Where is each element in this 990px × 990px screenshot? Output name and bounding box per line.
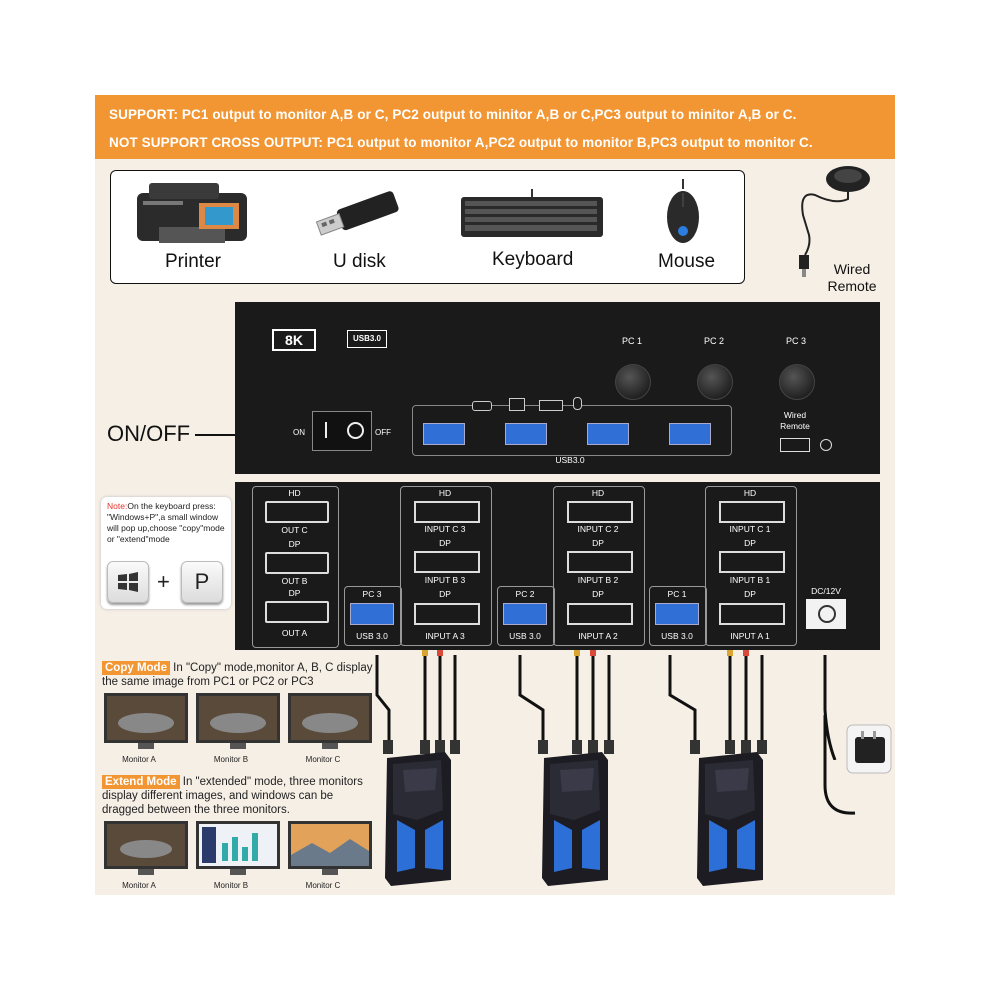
copy-mode-description: Copy Mode In "Copy" mode,monitor A, B, C… (102, 661, 373, 688)
plus-sign: + (157, 569, 170, 594)
onoff-label: ON/OFF (107, 421, 191, 446)
keyboard-mini-icon (539, 400, 563, 411)
out-b-label: OUT B (281, 576, 308, 586)
pc1-input-group: HD INPUT C 1 DP INPUT B 1 PC 1 DP USB 3.… (649, 486, 797, 646)
pc3-input-group: HD INPUT C 3 DP INPUT B 3 PC 3 DP USB 3.… (344, 486, 492, 646)
out-c-label: OUT C (281, 525, 308, 535)
dc-label: DC/12V (811, 586, 841, 596)
peripheral-label-udisk: U disk (333, 251, 386, 272)
mouse-icon (667, 179, 699, 243)
extend-monitor-a-label: Monitor A (122, 881, 156, 890)
pc1-hdmi-port[interactable] (719, 501, 785, 523)
copy-mode-monitors (102, 693, 382, 753)
pc2-hdmi-port[interactable] (567, 501, 633, 523)
peripheral-label-mouse: Mouse (658, 251, 716, 272)
usb-ports-group (412, 405, 732, 456)
usb-disk-mini-icon (472, 401, 492, 411)
pc3-hdmi-port[interactable] (414, 501, 480, 523)
peripheral-label-keyboard: Keyboard (492, 249, 574, 270)
power-adapter-icon (823, 715, 892, 815)
usb30-label: USB3.0 (555, 455, 585, 465)
pc2-input-group: HD INPUT C 2 DP INPUT B 2 PC 2 DP USB 3.… (497, 486, 645, 646)
kvm-back-panel: HD OUT C DP OUT B DP OUT A HD INPUT C 3 … (235, 482, 880, 650)
pc1-button[interactable] (615, 364, 651, 400)
mouse-mini-icon (573, 397, 582, 410)
wired-remote-label: Wired Remote (827, 261, 877, 294)
pc-tower-icon (697, 752, 763, 886)
copy-mode-tag: Copy Mode (102, 661, 170, 675)
pc3-button[interactable] (779, 364, 815, 400)
out-a-label: OUT A (281, 628, 308, 638)
extend-monitor-b-label: Monitor B (213, 881, 249, 890)
usb-disk-icon (315, 191, 399, 236)
peripheral-label-printer: Printer (165, 251, 221, 272)
p-key: P (181, 561, 223, 603)
pc1-label: PC 1 (667, 589, 687, 599)
out-hd-label: HD (288, 488, 301, 498)
printer-icon (137, 183, 247, 243)
remote-jack[interactable] (820, 439, 832, 451)
usb-port-4[interactable] (669, 423, 711, 445)
pc2-label: PC 2 (515, 589, 535, 599)
copy-monitor-a-label: Monitor A (122, 755, 156, 764)
peripherals-panel: Printer U disk Keyboard Mouse (110, 170, 745, 284)
copy-monitor-c-label: Monitor C (305, 755, 341, 764)
pc3-dpb-port[interactable] (414, 551, 480, 573)
badge-usb3: USB3.0 (347, 330, 387, 348)
windows-logo-icon (118, 572, 138, 592)
switch-on-label: ON (293, 428, 305, 437)
not-support-text: NOT SUPPORT CROSS OUTPUT: PC1 output to … (109, 135, 813, 150)
pc1-usb-port[interactable] (655, 603, 699, 625)
out-b-dp-label: DP (288, 539, 301, 549)
pc3-label: PC 3 (362, 589, 382, 599)
badge-8k: 8K (272, 329, 316, 351)
kvm-front-panel: 8K USB3.0 PC 1 PC 2 PC 3 ON OFF USB3.0 W… (235, 302, 880, 474)
pc2-dpb-port[interactable] (567, 551, 633, 573)
usb-port-3[interactable] (587, 423, 629, 445)
pc1-dpb-port[interactable] (719, 551, 785, 573)
remote-port[interactable] (780, 438, 810, 452)
extend-monitor-screens (104, 821, 372, 875)
pc-tower-icon (542, 752, 608, 886)
dc-port[interactable] (806, 599, 846, 629)
extend-mode-monitors (102, 821, 382, 877)
pc3-label: PC 3 (785, 336, 806, 346)
support-banner: SUPPORT: PC1 output to monitor A,B or C,… (95, 95, 895, 159)
pc1-dpa-port[interactable] (719, 603, 785, 625)
power-switch[interactable] (312, 411, 372, 451)
out-b-dp-port[interactable] (265, 552, 329, 574)
out-a-dp-port[interactable] (265, 601, 329, 623)
out-c-hdmi-port[interactable] (265, 501, 329, 523)
copy-monitor-screens (104, 693, 372, 749)
output-group (252, 486, 339, 648)
extend-monitor-c-label: Monitor C (305, 881, 341, 890)
usb-port-1[interactable] (423, 423, 465, 445)
pc-tower-icon (385, 752, 451, 886)
keyboard-icon (461, 189, 603, 237)
pc2-label: PC 2 (703, 336, 724, 346)
windows-key (107, 561, 149, 603)
wired-remote-icon (799, 166, 870, 277)
pc2-usb-port[interactable] (503, 603, 547, 625)
switch-off-label: OFF (375, 428, 391, 437)
out-a-dp-label: DP (288, 588, 301, 598)
pc1-label: PC 1 (621, 336, 642, 346)
extend-mode-tag: Extend Mode (102, 775, 180, 789)
usb-port-2[interactable] (505, 423, 547, 445)
cables (375, 650, 837, 760)
pc3-usb-port[interactable] (350, 603, 394, 625)
pc2-dpa-port[interactable] (567, 603, 633, 625)
pc2-button[interactable] (697, 364, 733, 400)
support-text: SUPPORT: PC1 output to monitor A,B or C,… (109, 107, 797, 122)
product-infographic: SUPPORT: PC1 output to monitor A,B or C,… (95, 95, 895, 895)
printer-mini-icon (509, 398, 525, 411)
pc3-dpa-port[interactable] (414, 603, 480, 625)
extend-mode-description: Extend Mode In "extended" mode, three mo… (102, 775, 363, 816)
copy-monitor-b-label: Monitor B (213, 755, 249, 764)
